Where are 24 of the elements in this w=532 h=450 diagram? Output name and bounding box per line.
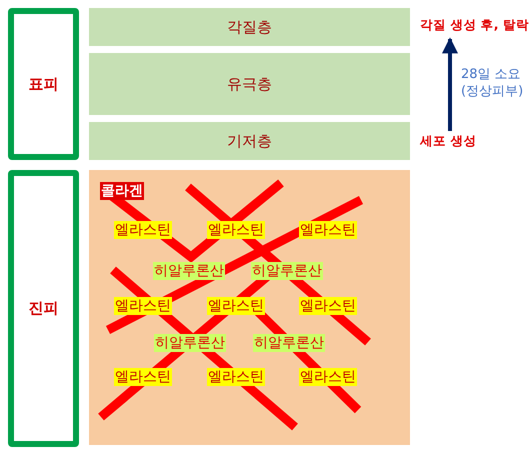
dermis-area [89, 170, 410, 445]
dermis-bracket-box: 진피 [8, 170, 79, 447]
epidermis-bracket-box: 표피 [8, 8, 79, 160]
highlighted-text: 콜라겐 [100, 182, 144, 200]
layer-box: 기저층 [89, 122, 410, 160]
highlighted-text: 히알루론산 [154, 334, 226, 352]
highlighted-text: 엘라스틴 [114, 297, 172, 315]
highlighted-text: 히알루론산 [253, 334, 325, 352]
highlighted-text: 히알루론산 [153, 262, 225, 280]
highlighted-text: 엘라스틴 [207, 221, 265, 239]
highlighted-text: 엘라스틴 [114, 221, 172, 239]
arrow [442, 37, 458, 131]
layer-box: 각질층 [89, 8, 410, 46]
layer-box: 유극층 [89, 53, 410, 115]
highlighted-text: 엘라스틴 [207, 368, 265, 386]
note-text: 각질 생성 후, 탈락 [420, 15, 532, 35]
edge-label: 28일 소요 (정상피부) [461, 66, 524, 100]
highlighted-text: 엘라스틴 [299, 221, 357, 239]
highlighted-text: 엘라스틴 [114, 368, 172, 386]
note-text: 세포 생성 [420, 131, 490, 151]
highlighted-text: 엘라스틴 [299, 297, 357, 315]
highlighted-text: 히알루론산 [251, 262, 323, 280]
highlighted-text: 엘라스틴 [299, 368, 357, 386]
highlighted-text: 엘라스틴 [207, 297, 265, 315]
